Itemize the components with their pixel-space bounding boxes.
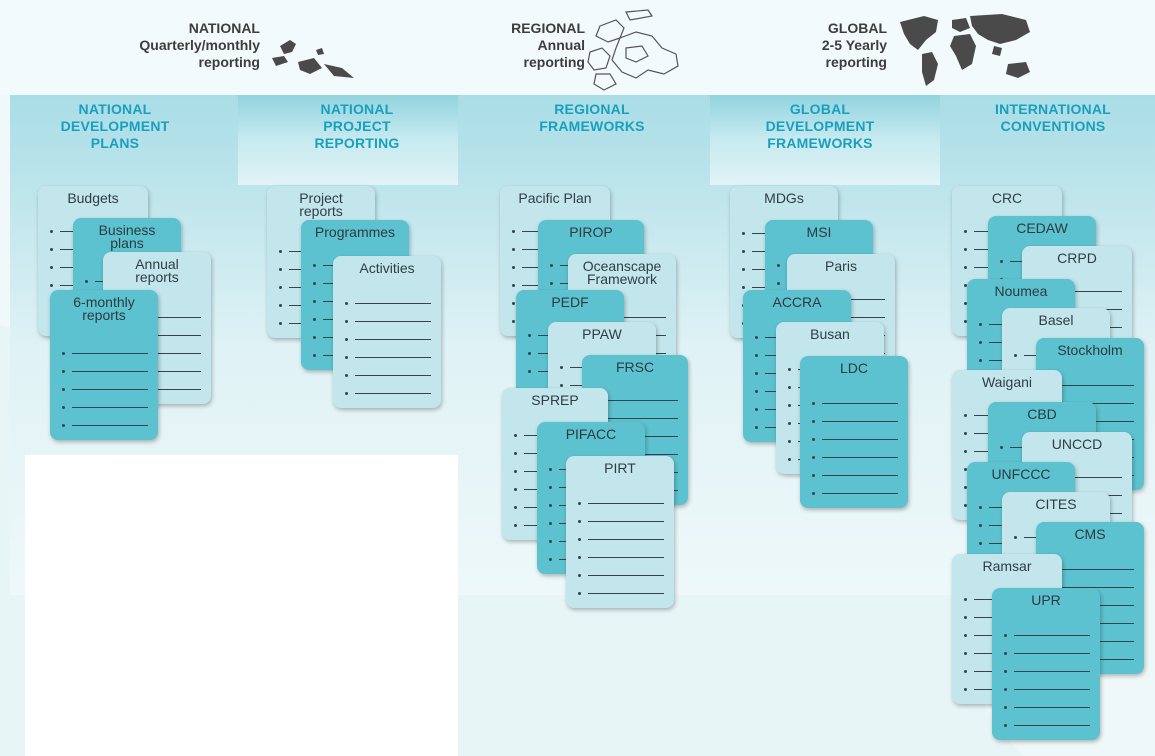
bullet-line bbox=[343, 330, 431, 348]
document-card-title: Stockholm bbox=[1057, 342, 1123, 358]
document-card-title: Activities bbox=[359, 260, 415, 276]
document-card-title: ACCRA bbox=[772, 294, 822, 310]
document-card-title: FRSC bbox=[615, 359, 655, 375]
bullet-line bbox=[576, 494, 664, 512]
bullet-line bbox=[343, 294, 431, 312]
document-card-title: CITES bbox=[1035, 496, 1077, 512]
document-card-bullets bbox=[1002, 626, 1090, 734]
column-title-international-conventions: INTERNATIONAL CONVENTIONS bbox=[995, 101, 1111, 134]
document-card-title: Waigani bbox=[981, 374, 1033, 390]
document-card-title: CRC bbox=[991, 190, 1023, 206]
bullet-line bbox=[60, 380, 148, 398]
bullet-line bbox=[1002, 680, 1090, 698]
document-card-title: PIRT bbox=[604, 460, 636, 476]
column-title-global-development-frameworks: GLOBAL DEVELOPMENT FRAMEWORKS bbox=[765, 101, 875, 151]
document-card-title: PEDF bbox=[551, 294, 589, 310]
document-card-title: PIFACC bbox=[565, 426, 617, 442]
bullet-line bbox=[576, 566, 664, 584]
bullet-line bbox=[343, 384, 431, 402]
bullet-line bbox=[810, 394, 898, 412]
bullet-line bbox=[810, 466, 898, 484]
document-card-bullets bbox=[810, 394, 898, 502]
bullet-line bbox=[810, 430, 898, 448]
regional-scope-label: REGIONAL Annual reporting bbox=[511, 20, 585, 70]
bullet-line bbox=[343, 312, 431, 330]
bullet-line bbox=[576, 512, 664, 530]
pacific-region-map-icon bbox=[587, 9, 679, 91]
document-card: Activities bbox=[333, 256, 441, 408]
document-card-title: UNFCCC bbox=[991, 466, 1051, 482]
document-card-title: SPREP bbox=[531, 392, 579, 408]
document-card-title: Basel bbox=[1038, 312, 1074, 328]
document-card-title: LDC bbox=[839, 360, 868, 376]
document-card-title: Paris bbox=[825, 258, 857, 274]
document-card-bullets bbox=[60, 344, 148, 434]
document-card: LDC bbox=[800, 356, 908, 508]
bullet-line bbox=[60, 398, 148, 416]
bullet-line bbox=[576, 530, 664, 548]
document-card-title: Project reports bbox=[299, 190, 343, 219]
document-card: PIRT bbox=[566, 456, 674, 608]
document-card: UPR bbox=[992, 588, 1100, 740]
column-title-national-project-reporting: NATIONAL PROJECT REPORTING bbox=[314, 101, 400, 151]
document-card-title: PIROP bbox=[569, 224, 613, 240]
bullet-line bbox=[576, 548, 664, 566]
document-card-title: Ramsar bbox=[982, 558, 1032, 574]
document-card-title: CMS bbox=[1074, 526, 1106, 542]
bullet-line bbox=[60, 344, 148, 362]
blank-area bbox=[25, 455, 458, 756]
bullet-line bbox=[343, 366, 431, 384]
document-card-title: Oceanscape Framework bbox=[582, 258, 662, 287]
document-card-title: MDGs bbox=[764, 190, 804, 206]
column-title-national-development-plans: NATIONAL DEVELOPMENT PLANS bbox=[60, 101, 170, 151]
bullet-line bbox=[810, 448, 898, 466]
bullet-line bbox=[810, 412, 898, 430]
document-card-title: CBD bbox=[1027, 406, 1057, 422]
pacific-islands-map-icon bbox=[272, 40, 354, 78]
bullet-line bbox=[1002, 644, 1090, 662]
document-card-title: CRPD bbox=[1057, 250, 1097, 266]
bullet-line bbox=[1002, 698, 1090, 716]
document-card-title: PPAW bbox=[582, 326, 622, 342]
bullet-line bbox=[1002, 626, 1090, 644]
bullet-line bbox=[1002, 662, 1090, 680]
document-card-title: Noumea bbox=[994, 283, 1048, 299]
bullet-line bbox=[60, 416, 148, 434]
document-card-bullets bbox=[343, 294, 431, 402]
document-card-title: Programmes bbox=[314, 224, 396, 240]
document-card: 6-monthly reports bbox=[50, 290, 158, 440]
column-title-regional-frameworks: REGIONAL FRAMEWORKS bbox=[539, 101, 645, 134]
bullet-line bbox=[576, 584, 664, 602]
bullet-line bbox=[343, 348, 431, 366]
bullet-line bbox=[60, 362, 148, 380]
document-card-title: UNCCD bbox=[1051, 436, 1103, 452]
document-card-title: CEDAW bbox=[1016, 220, 1068, 236]
global-scope-label: GLOBAL 2-5 Yearly reporting bbox=[821, 20, 887, 70]
document-card-title: UPR bbox=[1031, 592, 1061, 608]
document-card-title: Pacific Plan bbox=[518, 190, 592, 206]
document-card-title: Annual reports bbox=[135, 256, 179, 285]
world-map-icon bbox=[900, 14, 1030, 86]
bullet-line bbox=[810, 484, 898, 502]
document-card-title: 6-monthly reports bbox=[73, 294, 135, 323]
document-card-bullets bbox=[576, 494, 664, 602]
document-card-title: MSI bbox=[806, 224, 832, 240]
national-scope-label: NATIONAL Quarterly/monthly reporting bbox=[139, 20, 260, 70]
document-card-title: Busan bbox=[810, 326, 850, 342]
document-card-title: Business plans bbox=[98, 222, 156, 251]
document-card-title: Budgets bbox=[67, 190, 119, 206]
bullet-line bbox=[1002, 716, 1090, 734]
